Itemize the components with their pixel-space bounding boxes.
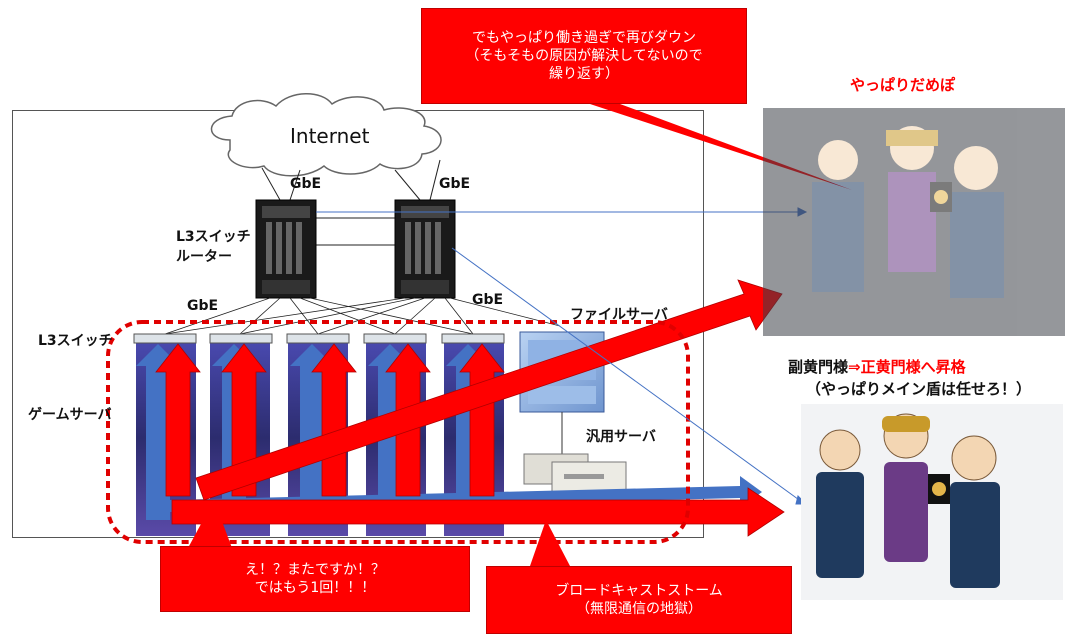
broadcast-callout-pointer [530,520,570,566]
promotion-prefix: 副黄門様 [788,358,849,376]
gbe-label: GbE [472,292,504,308]
gbe-label: GbE [290,176,322,192]
gbe-label: GbE [187,298,219,314]
router-interconnect [316,217,395,246]
game-server-label: ゲームサーバ [28,407,112,423]
broadcast-callout: ブロードキャストストーム （無限通信の地獄） [486,566,792,634]
edo-characters-illustration [763,108,1065,336]
l3-router-label: ルーター [176,249,232,265]
edo-characters-illustration [801,404,1063,600]
promotion-highlight: 正黄門様へ昇格 [860,358,966,376]
switch-icon [133,333,505,344]
dark-panel-title: やっぱりだめぽ [850,76,956,94]
l3-router-label: L3スイッチ [176,229,251,245]
file-server-label: ファイルサーバ [570,307,668,323]
callout-text: え！？またですか！？ [245,561,385,578]
broadcast-domain-boundary [106,320,690,544]
callout-text: でもやっぱり働き過ぎで再びダウン [472,29,696,46]
top-callout: でもやっぱり働き過ぎで再びダウン （そもそもの原因が解決してないので 繰り返す） [421,8,747,104]
callout-text: （そもそもの原因が解決してないので [465,47,703,64]
l3-switch-label: L3スイッチ [38,333,113,349]
left-callout-pointer [188,500,232,548]
red-arrows [155,279,785,537]
callout-text: （無限通信の地獄） [576,601,702,617]
gbe-label: GbE [439,176,471,192]
cloud-icon [210,93,442,177]
internet-label: Internet [290,124,370,148]
router-chassis-icon [255,199,317,299]
promotion-title: 副黄門様⇒正黄門様へ昇格 [788,356,966,377]
callout-text: 繰り返す） [549,66,619,83]
general-server-label: 汎用サーバ [586,429,656,445]
router-chassis-icon [394,199,456,299]
promotion-arrow: ⇒ [848,358,861,376]
mesh-lines [164,297,561,335]
left-callout: え！？またですか！？ ではもう1回！！！ [160,546,470,612]
callout-text: ブロードキャストストーム [555,582,723,599]
desktop-server-icon [523,453,627,493]
callout-text: ではもう1回！！！ [254,580,376,596]
uplink-lines [261,159,441,201]
promotion-subtitle: （やっぱりメイン盾は任せろ！） [806,380,1032,398]
